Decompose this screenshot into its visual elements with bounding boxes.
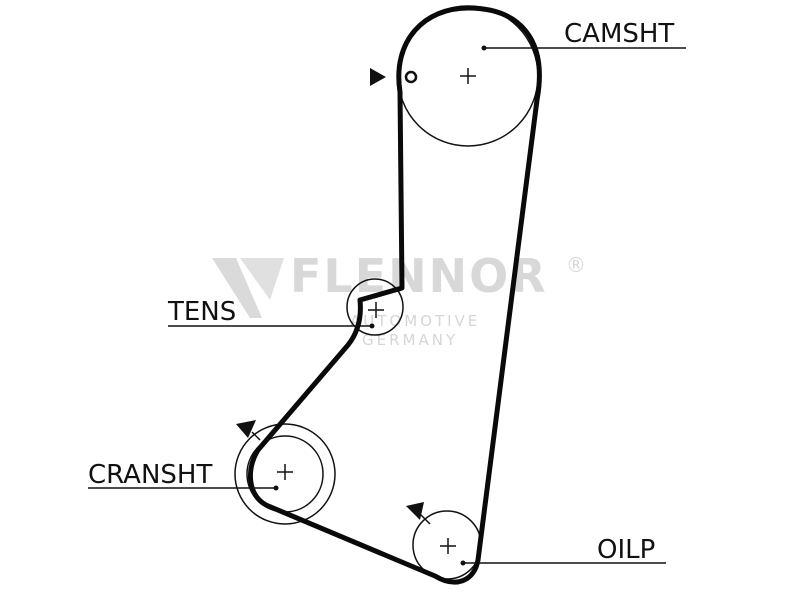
oil-pump-timing-tick	[419, 513, 431, 525]
labels: CAMSHT TENS CRANSHT OILP	[88, 19, 674, 565]
leader-lines	[88, 47, 686, 564]
timing-marks	[236, 68, 431, 525]
tensioner-leader-dot	[369, 323, 375, 329]
tensioner-label: TENS	[167, 297, 236, 327]
center-marks	[277, 68, 476, 554]
oil-pump-leader-dot	[460, 560, 466, 566]
tensioner-center-mark	[368, 302, 384, 318]
camshaft-leader-dot	[481, 45, 487, 51]
tensioner-pulley	[346, 278, 404, 336]
watermark-line-2: GERMANY	[362, 331, 458, 349]
watermark-brand: FLENNOR	[290, 249, 548, 303]
watermark-registered-mark: ®	[566, 253, 586, 277]
leader-dots	[273, 45, 487, 566]
camshaft-timing-arrow	[370, 68, 386, 86]
oil-pump-center-mark	[440, 538, 456, 554]
timing-belt	[247, 5, 542, 585]
crankshaft-label: CRANSHT	[88, 460, 212, 490]
crankshaft-timing-tick	[251, 431, 261, 441]
oil-pump-label: OILP	[597, 535, 655, 565]
watermark-logo-shape	[212, 258, 262, 318]
camshaft-timing-dot	[404, 70, 418, 84]
watermark-logo-shape-2	[240, 258, 284, 300]
crankshaft-center-mark	[277, 464, 293, 480]
camshaft-center-mark	[460, 68, 476, 84]
crankshaft-pulley-outer	[234, 423, 336, 525]
watermark: FLENNOR ® AUTOMOTIVE GERMANY	[212, 249, 586, 349]
crankshaft-timing-arrow	[236, 420, 256, 438]
camshaft-label: CAMSHT	[564, 19, 674, 49]
crankshaft-leader-dot	[273, 485, 279, 491]
oil-pump-timing-arrow	[406, 502, 424, 520]
watermark-line-1: AUTOMOTIVE	[350, 312, 480, 330]
